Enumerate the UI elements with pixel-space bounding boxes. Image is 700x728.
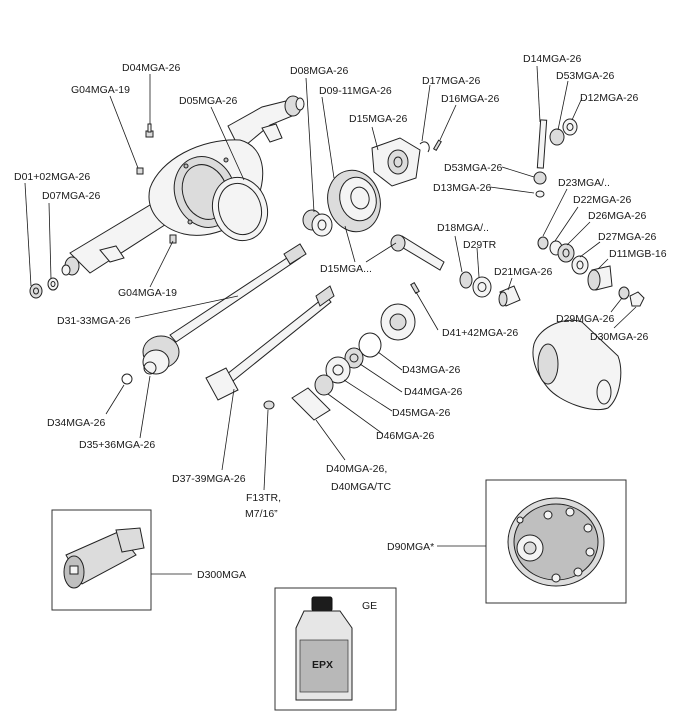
gear-shaft-drawing — [533, 118, 578, 198]
label-d40-line2: D40MGA/TC — [331, 481, 392, 493]
bolts-drawing — [29, 123, 177, 299]
label-d12: D12MGA-26 — [580, 92, 639, 104]
label-d14: D14MGA-26 — [523, 53, 582, 65]
half-shaft-lower-drawing — [205, 285, 335, 401]
oil-bottle-inset: EPX — [274, 587, 397, 711]
label-d18: D18MGA/.. — [437, 222, 489, 234]
label-d300: D300MGA — [197, 569, 246, 581]
label-d40-line1: D40MGA-26, — [326, 463, 387, 475]
part-labels: D04MGA-26 G04MGA-19 D05MGA-26 D08MGA-26 … — [14, 53, 667, 612]
label-d29tr: D29TR — [463, 239, 497, 251]
label-d22: D22MGA-26 — [573, 194, 632, 206]
label-d43: D43MGA-26 — [402, 364, 461, 376]
pinion-rings-drawing — [459, 271, 492, 298]
label-d26: D26MGA-26 — [588, 210, 647, 222]
flange-drawing — [587, 265, 613, 291]
label-d15-low: D15MGA... — [320, 263, 372, 275]
nose-housing-drawing — [532, 319, 622, 411]
label-d13: D13MGA-26 — [433, 182, 492, 194]
label-ge: GE — [362, 600, 377, 612]
leader-lines — [24, 65, 637, 616]
label-d17: D17MGA-26 — [422, 75, 481, 87]
label-d90: D90MGA* — [387, 541, 434, 553]
label-d34: D34MGA-26 — [47, 417, 106, 429]
label-d21: D21MGA-26 — [494, 266, 553, 278]
bearing-set-drawing — [291, 332, 382, 421]
label-d30: D30MGA-26 — [590, 331, 649, 343]
carrier-drawing — [371, 137, 421, 187]
label-f13-line1: F13TR, — [246, 492, 281, 504]
bearings-right-drawing — [537, 236, 589, 275]
label-d01: D01+02MGA-26 — [14, 171, 90, 183]
label-d29: D29MGA-26 — [556, 313, 615, 325]
pinion-bearing-drawing — [302, 209, 333, 237]
label-d41: D41+42MGA-26 — [442, 327, 518, 339]
lsd-inset — [485, 479, 627, 604]
label-d07: D07MGA-26 — [42, 190, 101, 202]
label-d27: D27MGA-26 — [598, 231, 657, 243]
label-d53-mid: D53MGA-26 — [444, 162, 503, 174]
pinion-drawing — [390, 234, 445, 271]
bottle-brand: EPX — [312, 659, 333, 671]
label-d35: D35+36MGA-26 — [79, 439, 155, 451]
circlip-drawing — [121, 373, 133, 385]
label-d15-top: D15MGA-26 — [349, 113, 408, 125]
nuts-drawing — [618, 286, 645, 307]
bottle-cap-icon — [311, 596, 333, 612]
label-d16: D16MGA-26 — [441, 93, 500, 105]
wheel-nut-drawing — [263, 400, 275, 410]
clip-screw-drawing — [419, 139, 442, 153]
label-d11: D11MGB-16 — [609, 248, 667, 260]
label-d04: D04MGA-26 — [122, 62, 181, 74]
gasket-drawing — [211, 176, 269, 242]
label-d08: D08MGA-26 — [290, 65, 349, 77]
label-g04-top: G04MGA-19 — [71, 84, 130, 96]
label-d46: D46MGA-26 — [376, 430, 435, 442]
hub-flange-drawing — [380, 281, 420, 341]
label-d44: D44MGA-26 — [404, 386, 463, 398]
spacer-drawing — [498, 285, 521, 307]
label-f13-line2: M7/16” — [245, 508, 278, 520]
label-d45: D45MGA-26 — [392, 407, 451, 419]
label-d05: D05MGA-26 — [179, 95, 238, 107]
axle-casing-drawing — [61, 95, 305, 276]
label-g04-low: G04MGA-19 — [118, 287, 177, 299]
label-d09: D09-11MGA-26 — [319, 85, 392, 97]
label-d53-top: D53MGA-26 — [556, 70, 615, 82]
bottle-label — [299, 639, 349, 693]
label-d23: D23MGA/.. — [558, 177, 610, 189]
label-d31: D31-33MGA-26 — [57, 315, 131, 327]
crown-wheel-drawing — [327, 169, 381, 233]
half-shaft-upper-drawing — [142, 243, 307, 375]
label-d37: D37-39MGA-26 — [172, 473, 246, 485]
pinion-tool-inset — [51, 509, 152, 611]
